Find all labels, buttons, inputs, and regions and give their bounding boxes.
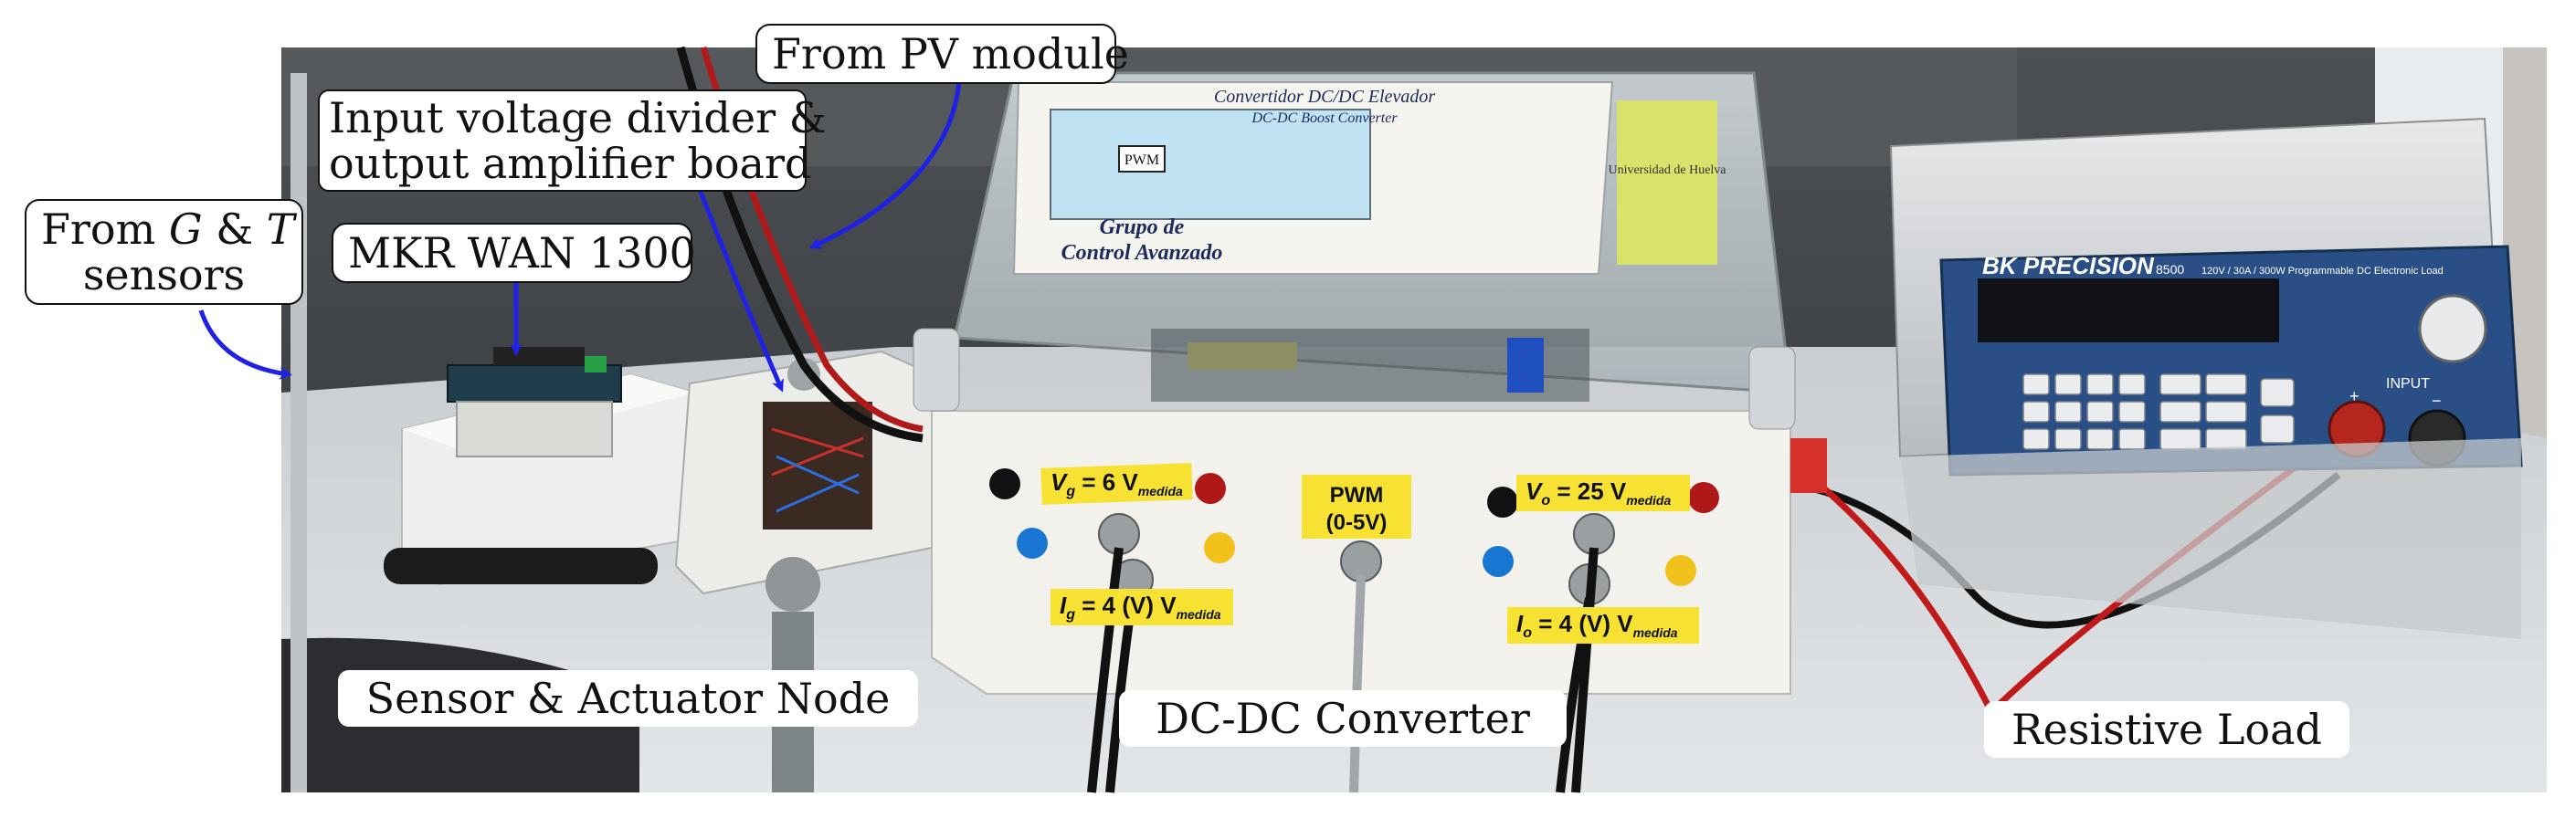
svg-text:PWM: PWM — [1330, 483, 1384, 508]
sheet-group-line1: Grupo de — [1100, 215, 1185, 239]
cable-vg — [1087, 547, 1124, 793]
tag-vo: Vo = 25 Vmedida — [1516, 475, 1690, 511]
sheet-group-line2: Control Avanzado — [1061, 241, 1223, 265]
svg-text:Vo = 25 Vmedida: Vo = 25 Vmedida — [1526, 477, 1671, 509]
load-input-label: INPUT — [2386, 376, 2430, 392]
electronic-load — [1889, 117, 2523, 639]
tag-pwm: PWM (0-5V) — [1302, 475, 1411, 539]
label-pv-module: From PV module — [755, 24, 1129, 84]
vertical-cable — [290, 73, 307, 792]
label-dc-dc-converter: DC-DC Converter — [1119, 690, 1567, 747]
sheet-subtitle: DC-DC Boost Converter — [1251, 110, 1398, 126]
label-divider-board: Input voltage divider & output amplifier… — [318, 89, 827, 192]
tag-io: Io = 4 (V) Vmedida — [1507, 607, 1699, 644]
load-minus: − — [2432, 392, 2442, 410]
label-mkr-wan: MKR WAN 1300 — [332, 223, 696, 283]
load-model: 8500 — [2156, 262, 2184, 277]
divider-board-enclosure — [674, 350, 933, 792]
svg-text:Ig = 4 (V) Vmedida: Ig = 4 (V) Vmedida — [1060, 592, 1221, 623]
load-brand: BK PRECISION — [1982, 252, 2155, 279]
output-connector — [1790, 438, 1827, 493]
svg-text:(0-5V): (0-5V) — [1326, 510, 1388, 535]
load-spec: 120V / 30A / 300W Programmable DC Electr… — [2201, 266, 2444, 277]
cable-pwm — [1349, 574, 1366, 793]
tag-ig: Ig = 4 (V) Vmedida — [1050, 589, 1233, 625]
cable-vo — [1571, 547, 1599, 793]
sheet-title: Convertidor DC/DC Elevador — [1214, 87, 1435, 107]
arrow-divider-board — [696, 186, 784, 393]
arrow-pv-module — [808, 79, 962, 249]
label-sensor-node: Sensor & Actuator Node — [338, 670, 918, 727]
sheet-university: Universidad de Huelva — [1608, 163, 1726, 177]
sheet-pwm-block: PWM — [1124, 152, 1159, 168]
load-plus: + — [2349, 387, 2360, 405]
label-resistive-load: Resistive Load — [1984, 701, 2349, 758]
tag-vg: Vg = 6 Vmedida — [1040, 463, 1193, 505]
svg-text:Vg = 6 Vmedida: Vg = 6 Vmedida — [1050, 468, 1183, 499]
label-gt-sensors: From G & T sensors — [25, 199, 303, 305]
arrow-gt-sensors — [198, 309, 292, 380]
sensor-node-enclosure — [384, 347, 695, 586]
svg-text:Io = 4 (V) Vmedida: Io = 4 (V) Vmedida — [1516, 610, 1678, 641]
